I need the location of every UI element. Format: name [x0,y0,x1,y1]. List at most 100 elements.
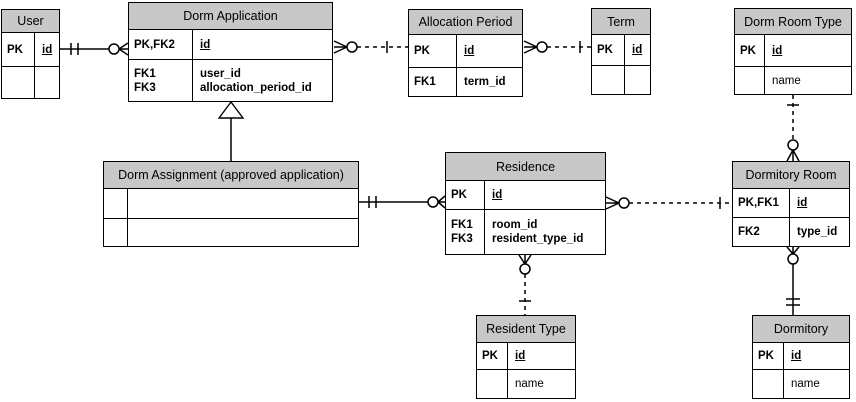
attribute-cell: type_id [790,218,849,246]
connector-allocation-period-term [523,40,591,54]
entity-title: Dorm Assignment (approved application) [104,162,358,189]
optionality-circle [787,253,799,265]
key-cell [735,67,765,94]
attribute-cell: id [765,35,851,66]
optionality-circle [346,41,358,53]
attribute-name: allocation_period_id [200,81,312,94]
entity-title: User [2,10,59,33]
attribute-cell [128,219,358,246]
attribute-name: resident_type_id [492,233,584,245]
key-cell: PK,FK2 [129,30,193,59]
entity-attribute-row [592,65,650,94]
entity-attribute-row: PK,FK2 id [129,30,332,59]
attribute-cell: name [508,370,575,398]
entity-attribute-row: name [753,369,849,398]
key-cell: FK1 [409,68,457,96]
key-label: PK [7,43,23,56]
attribute-name: id [772,44,783,57]
entity-title: Term [592,9,650,35]
attribute-name: user_id [200,67,241,80]
key-cell [104,219,128,246]
key-label: PK,FK1 [738,197,779,209]
crow-foot [786,246,800,255]
connector-user-dorm-application [60,42,129,56]
key-cell: PK [477,343,508,369]
entity-title: Dorm Application [129,3,332,30]
crow-foot [437,195,446,209]
optionality-circle [427,196,439,208]
connector-dorm-assignment-residence [359,195,446,209]
attribute-name: room_id [492,219,538,231]
attribute-name: id [464,45,475,57]
attribute-name: id [492,189,503,201]
attribute-cell: id [485,181,605,209]
key-cell: PK [592,35,625,65]
key-cell [753,370,784,398]
attribute-name: name [515,378,544,390]
attribute-cell [625,66,650,94]
connector-dorm-application-allocation-period [333,40,408,54]
key-label: PK [758,350,774,362]
crow-foot [333,40,348,54]
crow-foot [605,196,620,210]
entity-attribute-row [104,218,358,246]
entity-title: Dormitory Room [733,162,849,189]
attribute-name: type_id [797,226,838,238]
attribute-cell [35,67,59,98]
optionality-circle [108,43,120,55]
entity-attribute-row: name [735,66,851,94]
key-cell: PK [2,33,35,66]
entity-title: Allocation Period [409,10,522,35]
key-cell: PK [735,35,765,66]
key-cell [592,66,625,94]
key-cell: PK [409,35,457,67]
crow-foot [118,42,129,56]
connector-residence-resident-type [518,254,532,315]
entity-title: Resident Type [477,316,575,343]
optionality-circle [787,139,799,151]
attribute-name: id [200,38,211,51]
entity-attribute-row: PK id [409,35,522,67]
key-cell: PK,FK1 [733,189,790,217]
key-label: FK2 [738,226,760,238]
key-label: FK1 [134,67,156,80]
key-label: PK [451,189,467,201]
connector-dorm-room-type-dormitory-room [786,95,800,162]
key-cell [2,67,35,98]
entity-attribute-row: PK id [477,343,575,369]
attribute-cell: room_id resident_type_id [485,210,605,254]
attribute-name: id [515,350,526,362]
entity-attribute-row: FK2 type_id [733,217,849,246]
attribute-cell: term_id [457,68,522,96]
entity-dorm-assignment[interactable]: Dorm Assignment (approved application) [103,161,359,247]
attribute-name: id [632,44,643,56]
entity-title: Dormitory [753,316,849,343]
key-label: PK [482,350,498,362]
attribute-cell: id [508,343,575,369]
entity-attribute-row: PK id [592,35,650,65]
key-label: PK,FK2 [134,38,175,51]
key-label: PK [414,45,430,57]
crow-foot [786,149,800,162]
hollow-triangle [217,100,245,119]
key-label: FK3 [451,233,473,245]
attribute-cell: id [193,30,332,59]
